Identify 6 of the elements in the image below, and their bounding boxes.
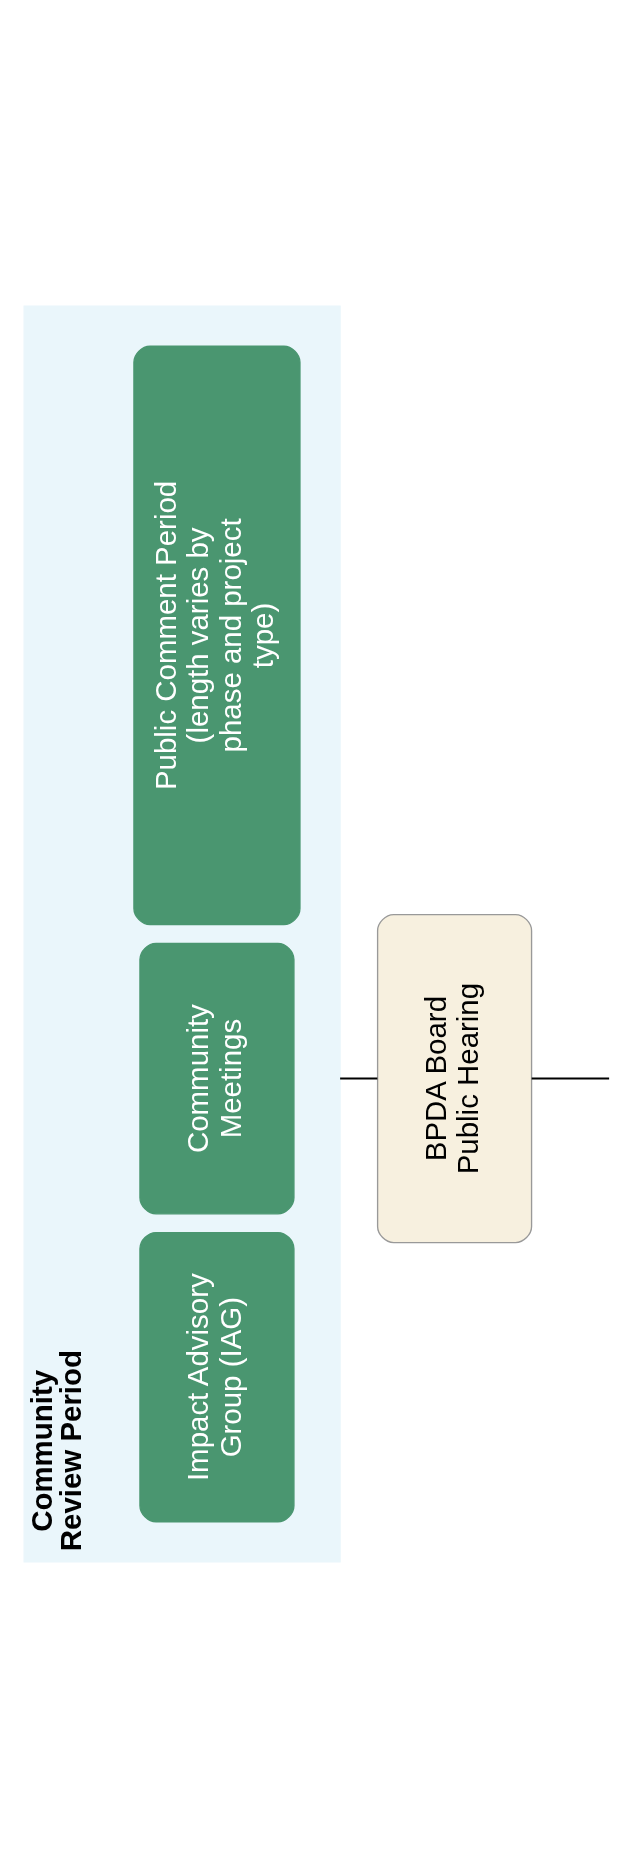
node-box: BPDA Board Public Hearing (376, 913, 533, 1244)
node-box: Community Meetings (139, 942, 295, 1215)
node-box: Public Comment Period (length varies by phase and project type) (133, 345, 301, 926)
connector (531, 1077, 610, 1080)
connector (340, 1077, 378, 1080)
node-box: Impact Advisory Group (IAG) (139, 1231, 295, 1523)
